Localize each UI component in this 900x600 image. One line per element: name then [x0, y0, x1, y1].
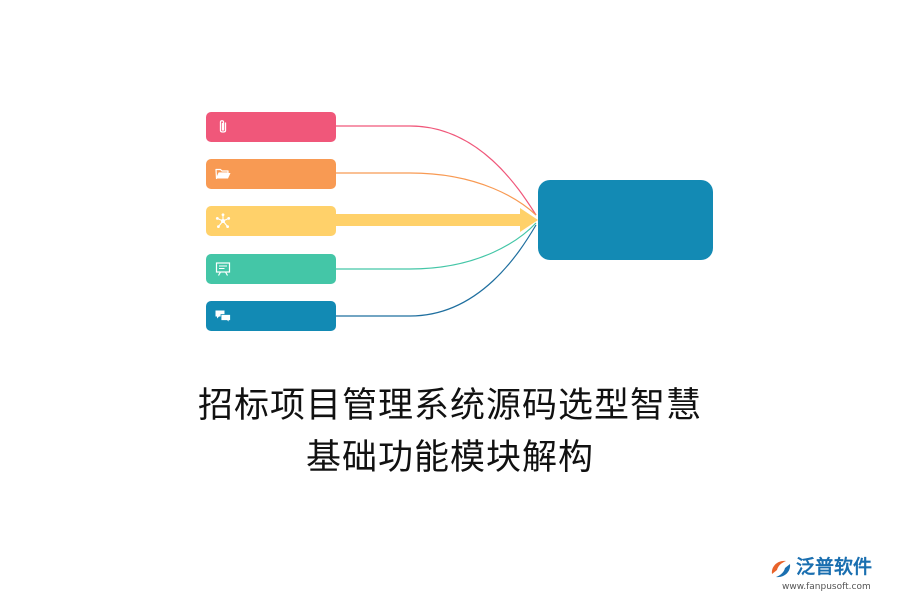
module-bar-3	[206, 206, 336, 236]
paperclip-icon	[219, 120, 227, 133]
title-line-1: 招标项目管理系统源码选型智慧	[197, 386, 702, 426]
connector-line-2	[336, 172, 537, 216]
brand-url: www.fanpusoft.com	[782, 582, 871, 592]
title-line-2: 基础功能模块解构	[305, 438, 594, 478]
brand-name: 泛普软件	[796, 556, 873, 578]
connector-line-5	[336, 224, 537, 317]
network-icon	[215, 213, 231, 228]
module-bar-5	[206, 301, 336, 331]
presentation-board-icon	[215, 262, 231, 276]
connector-arrow-shaft	[336, 214, 524, 226]
chat-bubbles-icon	[215, 310, 231, 324]
fanpu-logo-icon	[771, 560, 791, 578]
connector-line-1	[336, 125, 537, 216]
module-bar-4	[206, 254, 336, 284]
page-title: 招标项目管理系统源码选型智慧 基础功能模块解构	[0, 380, 900, 484]
module-bar-2	[206, 159, 336, 189]
brand-watermark: 泛普软件 www.fanpusoft.com	[764, 552, 894, 596]
folder-open-icon	[215, 168, 231, 180]
hub-box	[538, 180, 713, 260]
module-bar-1	[206, 112, 336, 142]
connector-line-4	[336, 222, 537, 270]
connector-arrow-head	[520, 208, 538, 232]
